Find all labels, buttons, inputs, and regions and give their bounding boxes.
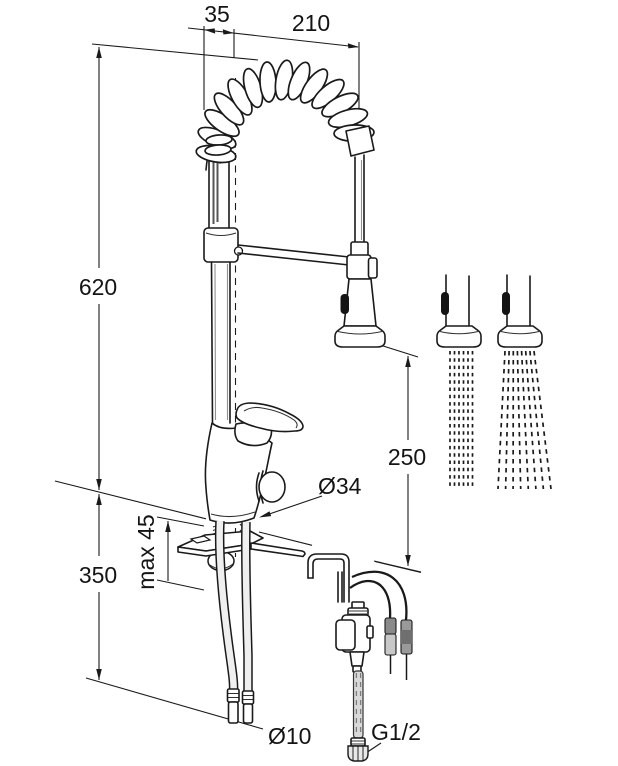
cable: [349, 579, 392, 619]
hose-end-connectors: [226, 688, 255, 724]
dim-max45-label: max 45: [133, 514, 159, 589]
spray-trigger: [441, 292, 449, 315]
dim-620-label: 620: [79, 274, 117, 300]
cable-connector-dark: [400, 619, 413, 680]
mixer-body: [204, 402, 304, 524]
dim-350-label: 350: [79, 562, 117, 588]
spray-head: [334, 241, 386, 348]
cable: [351, 570, 408, 621]
riser-collar: [203, 227, 244, 263]
solenoid-coil: [335, 619, 356, 651]
bracket-wing: [250, 542, 306, 558]
bracket-slot: [189, 535, 212, 544]
spray-head-holder: [346, 254, 372, 280]
dim-210-label: 210: [292, 10, 330, 36]
connection-nut: [347, 737, 369, 762]
countertop-line: [54, 480, 422, 574]
lower-riser-pipe: [210, 261, 231, 424]
spring-hose: [195, 59, 375, 171]
dim-top: [187, 26, 360, 113]
spray-trigger: [502, 292, 510, 315]
dim-620: [91, 43, 259, 490]
hole-diameter-label: Ø34: [318, 473, 362, 499]
side-knob: [258, 471, 286, 503]
dim-35-label: 35: [204, 1, 230, 27]
spray-drop-pipe: [345, 125, 375, 243]
sensor-tube: [337, 571, 343, 603]
dim-250-label: 250: [388, 444, 426, 470]
dim-max45: [156, 516, 205, 591]
flex-hose: [352, 670, 364, 739]
spray-pattern-shower: [497, 274, 552, 490]
cable-connector-light: [384, 617, 397, 674]
dimension-labels: 35 210 620 250 350 max 45 Ø34 Ø10 G1/2: [79, 1, 426, 749]
supply-hoses: [214, 520, 255, 724]
hose-diameter-label: Ø10: [268, 723, 311, 749]
spray-trigger: [340, 294, 349, 314]
hose-end-fitting: [345, 125, 375, 157]
dimension-lines: [54, 26, 422, 754]
support-arm: [237, 244, 350, 266]
leader-hole-diameter: [259, 495, 323, 518]
solenoid-valve-unit: [307, 553, 413, 762]
lever-handle: [235, 402, 304, 433]
connection-label: G1/2: [371, 719, 421, 745]
valve-body: [335, 601, 374, 673]
spray-pattern-jet: [436, 274, 482, 486]
